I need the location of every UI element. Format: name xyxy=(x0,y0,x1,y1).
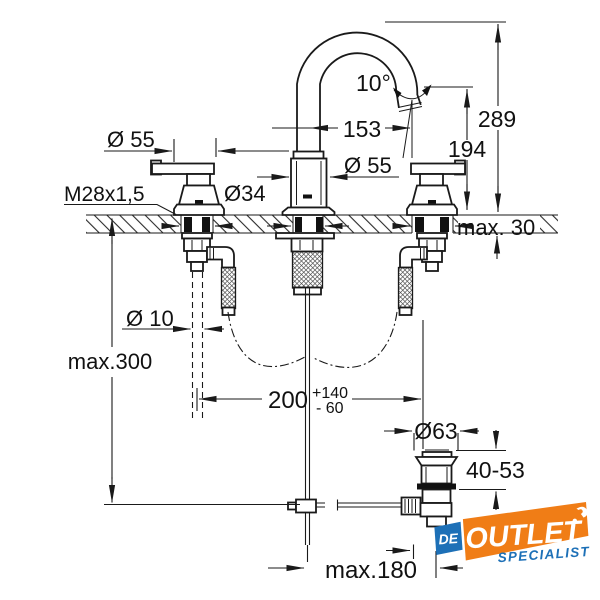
faucet-icon xyxy=(572,506,588,523)
drain-assembly xyxy=(400,449,459,528)
dim-drain-diameter: Ø63 xyxy=(414,418,457,444)
logo-de-text: DE xyxy=(438,530,459,547)
dim-hole-spacing-tol-minus: - 60 xyxy=(316,400,344,417)
dim-deck-thickness: max. 30 xyxy=(457,215,535,240)
dim-total-height: 289 xyxy=(478,106,516,132)
dimensions: Ø 55 M28x1,5 Ø34 Ø 55 10° 153 289 xyxy=(64,21,535,584)
pop-up-rod xyxy=(287,287,402,562)
dim-drain-clamp-range: 40-53 xyxy=(466,457,525,483)
dim-spout-diameter: Ø 55 xyxy=(344,153,392,178)
dim-rod-reach: max.180 xyxy=(325,557,417,584)
logo: DE OUTLET SPECIALIST xyxy=(434,501,591,565)
below-deck-center xyxy=(275,232,335,296)
left-valve xyxy=(150,159,225,216)
below-deck-right xyxy=(397,232,448,316)
dim-rod-diameter: Ø 10 xyxy=(126,306,174,331)
logo-outlet-banner xyxy=(462,501,589,561)
dim-handle-diameter: Ø 55 xyxy=(107,127,155,152)
dim-hole-spacing-tol-plus: +140 xyxy=(312,385,348,402)
spout-assembly xyxy=(281,31,423,216)
dim-hole-diameter: Ø34 xyxy=(224,181,266,206)
dim-spout-reach: 153 xyxy=(343,116,381,142)
hose-swing-arcs xyxy=(227,311,398,368)
dim-spout-angle: 10° xyxy=(356,70,391,96)
dim-below-deck-clearance: max.300 xyxy=(68,349,152,374)
logo-de-badge xyxy=(434,521,463,556)
dim-thread: M28x1,5 xyxy=(64,183,145,206)
dim-outlet-height: 194 xyxy=(448,136,487,162)
right-valve xyxy=(406,159,466,216)
logo-specialist-text: SPECIALIST xyxy=(497,544,591,565)
dim-hole-spacing: 200 xyxy=(268,387,308,414)
below-deck-left xyxy=(181,232,237,418)
